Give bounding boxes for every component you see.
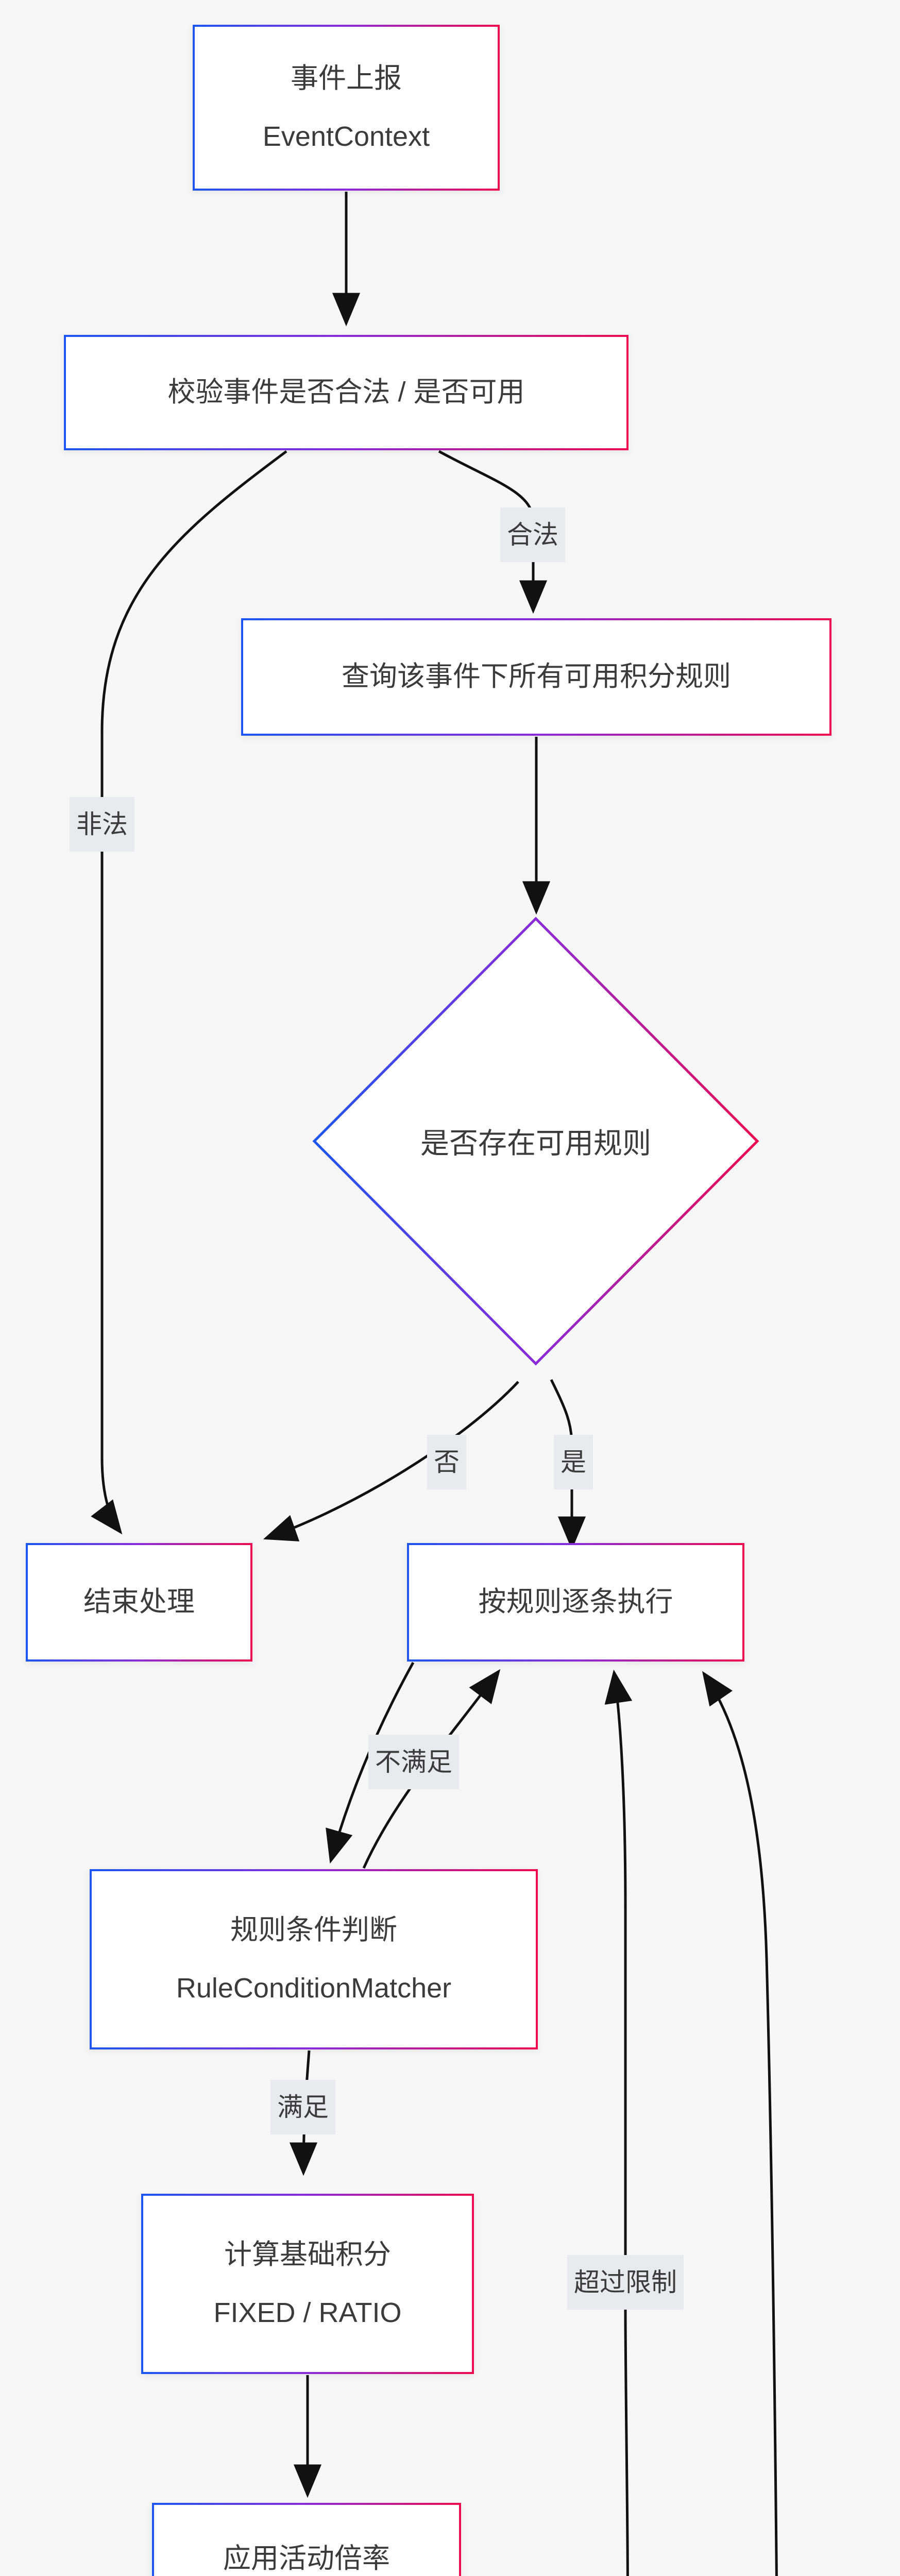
node-end-process: 结束处理 — [26, 1543, 252, 1662]
node-execute-rules-line1: 按规则逐条执行 — [478, 1586, 673, 1618]
edge-label-no: 否 — [427, 1435, 466, 1489]
node-query-rules-line1: 查询该事件下所有可用积分规则 — [342, 661, 731, 692]
node-base-points: 计算基础积分 FIXED / RATIO — [141, 2194, 474, 2374]
edge-label-legal: 合法 — [500, 507, 565, 562]
edge-label-yes: 是 — [554, 1435, 593, 1489]
node-end-process-line1: 结束处理 — [83, 1586, 195, 1618]
edge-label-illegal: 非法 — [70, 797, 134, 852]
edge-label-not-satisfied: 不满足 — [368, 1735, 459, 1789]
node-execute-rules: 按规则逐条执行 — [407, 1543, 744, 1662]
decision-diamond-shape — [312, 917, 759, 1366]
node-query-rules: 查询该事件下所有可用积分规则 — [241, 618, 831, 736]
node-rule-condition-line1: 规则条件判断 — [230, 1914, 397, 1945]
edge-over-limit — [604, 1669, 633, 2576]
edge-label-satisfied: 满足 — [270, 2080, 335, 2134]
node-base-points-line1: 计算基础积分 — [224, 2239, 391, 2270]
node-validate: 校验事件是否合法 / 是否可用 — [64, 335, 629, 450]
edge-no — [263, 1381, 519, 1541]
node-has-rules-label: 是否存在可用规则 — [420, 1127, 651, 1160]
node-base-points-line2: FIXED / RATIO — [213, 2297, 402, 2328]
node-multiplier-line1: 应用活动倍率 — [223, 2543, 390, 2574]
node-event-report: 事件上报 EventContext — [193, 25, 500, 191]
edge-label-over-limit: 超过限制 — [567, 2255, 684, 2310]
node-multiplier: 应用活动倍率 PointMultiplier — [152, 2503, 461, 2576]
edge-account-loop-back — [702, 1671, 778, 2576]
node-event-report-line2: EventContext — [262, 121, 430, 152]
node-rule-condition-line2: RuleConditionMatcher — [176, 1973, 452, 2004]
node-rule-condition: 规则条件判断 RuleConditionMatcher — [90, 1869, 538, 2049]
node-validate-line1: 校验事件是否合法 / 是否可用 — [167, 377, 525, 408]
node-event-report-line1: 事件上报 — [291, 62, 402, 94]
edge-illegal — [91, 450, 287, 1535]
